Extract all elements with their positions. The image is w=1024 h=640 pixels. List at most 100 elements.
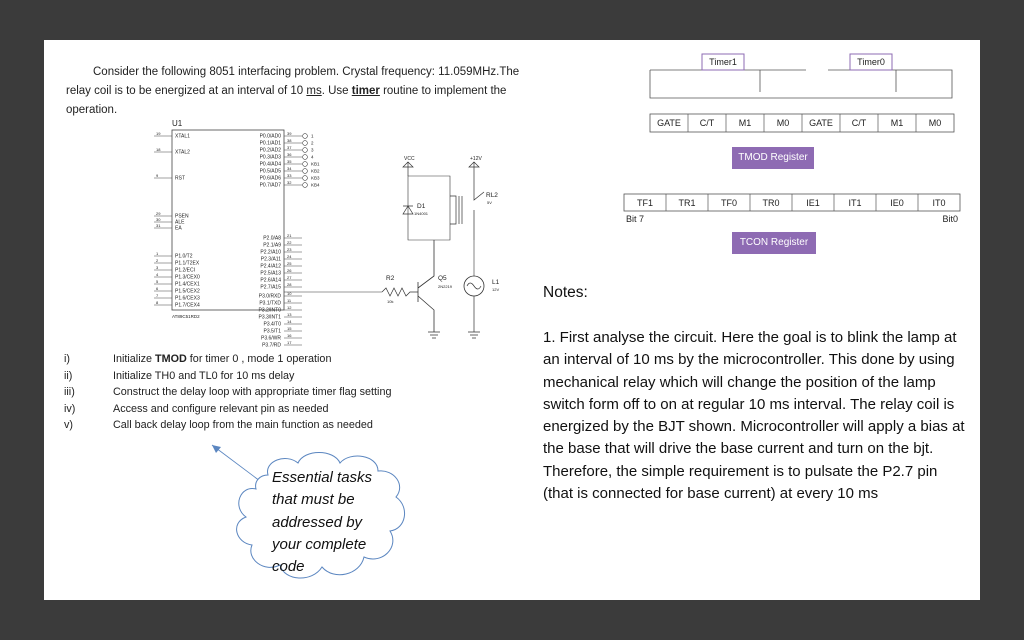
pin-label: P3.1/TXD: [259, 301, 281, 307]
ground-1: [428, 331, 440, 339]
chip-name: U1: [172, 120, 183, 128]
pin-external-label: 1: [311, 134, 314, 139]
pin-label: P0.3/AD3: [260, 155, 282, 161]
pin-label: P0.4/AD4: [260, 162, 282, 168]
problem-line-1: Consider the following 8051 interfacing …: [93, 66, 520, 78]
pin-external-label: KB1: [311, 162, 320, 167]
v12-label: +12V: [470, 156, 482, 162]
pin-label: P1.4/CEX1: [175, 282, 200, 288]
register-bit: GATE: [657, 118, 681, 128]
relay-voltage: 5V: [487, 200, 492, 205]
pin-number: 37: [287, 145, 292, 150]
resistor-symbol: [381, 287, 418, 297]
pin-label: ALE: [175, 220, 185, 226]
pin-number: 10: [287, 291, 292, 296]
pin-label: EA: [175, 226, 182, 232]
pin-number: 11: [287, 298, 292, 303]
pin-label: P2.1/A9: [263, 243, 281, 249]
pin-number: 14: [287, 319, 292, 324]
register-bit: C/T: [700, 118, 715, 128]
pin-number: 27: [287, 275, 292, 280]
pin-terminal: [302, 175, 308, 181]
pin-number: 23: [287, 247, 292, 252]
register-bit: TR0: [762, 198, 779, 208]
pin-label: P3.3/INT1: [258, 315, 281, 321]
notes-body: 1. First analyse the circuit. Here the g…: [543, 329, 965, 503]
register-bit: M0: [929, 118, 942, 128]
lamp-label: L1: [492, 279, 500, 286]
pin-label: P2.4/A12: [260, 264, 281, 270]
pin-number: 33: [287, 173, 292, 178]
register-bit: TF1: [637, 198, 653, 208]
transistor-part: 2N2219: [438, 284, 453, 289]
pin-label: RST: [175, 176, 185, 182]
pin-number: 36: [287, 152, 292, 157]
notes-heading: Notes:: [543, 284, 588, 301]
pin-number: 8: [156, 300, 159, 305]
pin-number: 25: [287, 261, 292, 266]
pin-label: P3.0/RXD: [259, 294, 282, 300]
pin-label: XTAL2: [175, 150, 190, 156]
pin-terminal: [302, 154, 308, 160]
register-bit: M1: [891, 118, 904, 128]
pin-label: P1.0/T2: [175, 254, 193, 260]
pin-number: 26: [287, 268, 292, 273]
pin-number: 2: [156, 258, 159, 263]
pin-label: P2.7/A15: [260, 285, 281, 291]
timer1-label: Timer1: [709, 57, 737, 67]
lamp-voltage: 12V: [492, 287, 499, 292]
pin-label: P2.6/A14: [260, 278, 281, 284]
v12-symbol: [468, 161, 480, 176]
pin-label: P2.5/A13: [260, 271, 281, 277]
timer0-label: Timer0: [857, 57, 885, 67]
pin-number: 13: [287, 312, 292, 317]
diode-label: D1: [417, 203, 426, 210]
pin-number: 15: [287, 326, 292, 331]
pin-number: 35: [287, 159, 292, 164]
register-bit: M1: [739, 118, 752, 128]
pin-terminal: [302, 147, 308, 153]
lamp-filament: [466, 282, 482, 290]
register-bit: IE0: [890, 198, 904, 208]
pin-number: 30: [156, 217, 161, 222]
vcc-label: VCC: [404, 156, 415, 162]
pin-label: P2.0/A8: [263, 236, 281, 242]
callout-arrow-head: [212, 445, 221, 453]
pin-number: 24: [287, 254, 292, 259]
pin-number: 1: [156, 251, 159, 256]
pin-label: P0.7/AD7: [260, 183, 282, 189]
pin-label: P3.4/T0: [263, 322, 281, 328]
pin-label: P2.3/A11: [261, 257, 281, 263]
pin-label: P0.5/AD5: [260, 169, 282, 175]
register-bit: IE1: [806, 198, 820, 208]
pin-label: P1.1/T2EX: [175, 261, 200, 267]
vcc-symbol: [402, 161, 414, 176]
pin-number: 19: [156, 131, 161, 136]
diode-part: 1N4001: [414, 211, 429, 216]
pin-number: 7: [156, 293, 159, 298]
pin-number: 17: [287, 340, 292, 345]
register-bit: IT0: [932, 198, 945, 208]
pin-number: 6: [156, 286, 159, 291]
register-bit: M0: [777, 118, 790, 128]
pin-number: 38: [287, 138, 292, 143]
problem-line-3: operation.: [66, 104, 118, 116]
pin-label: P1.7/CEX4: [175, 303, 200, 309]
pin-label: P1.3/CEX0: [175, 275, 200, 281]
pin-number: 16: [287, 333, 292, 338]
tmod-register-label: TMOD Register: [732, 147, 814, 169]
pin-number: 12: [287, 305, 292, 310]
pin-number: 22: [287, 240, 292, 245]
pin-label: P0.0/AD0: [260, 134, 282, 140]
slide: Consider the following 8051 interfacing …: [44, 40, 980, 600]
cloud-callout: [211, 444, 405, 579]
relay-label: RL2: [486, 192, 498, 199]
pin-terminal: [302, 133, 308, 139]
pin-label: P1.6/CEX3: [175, 296, 200, 302]
